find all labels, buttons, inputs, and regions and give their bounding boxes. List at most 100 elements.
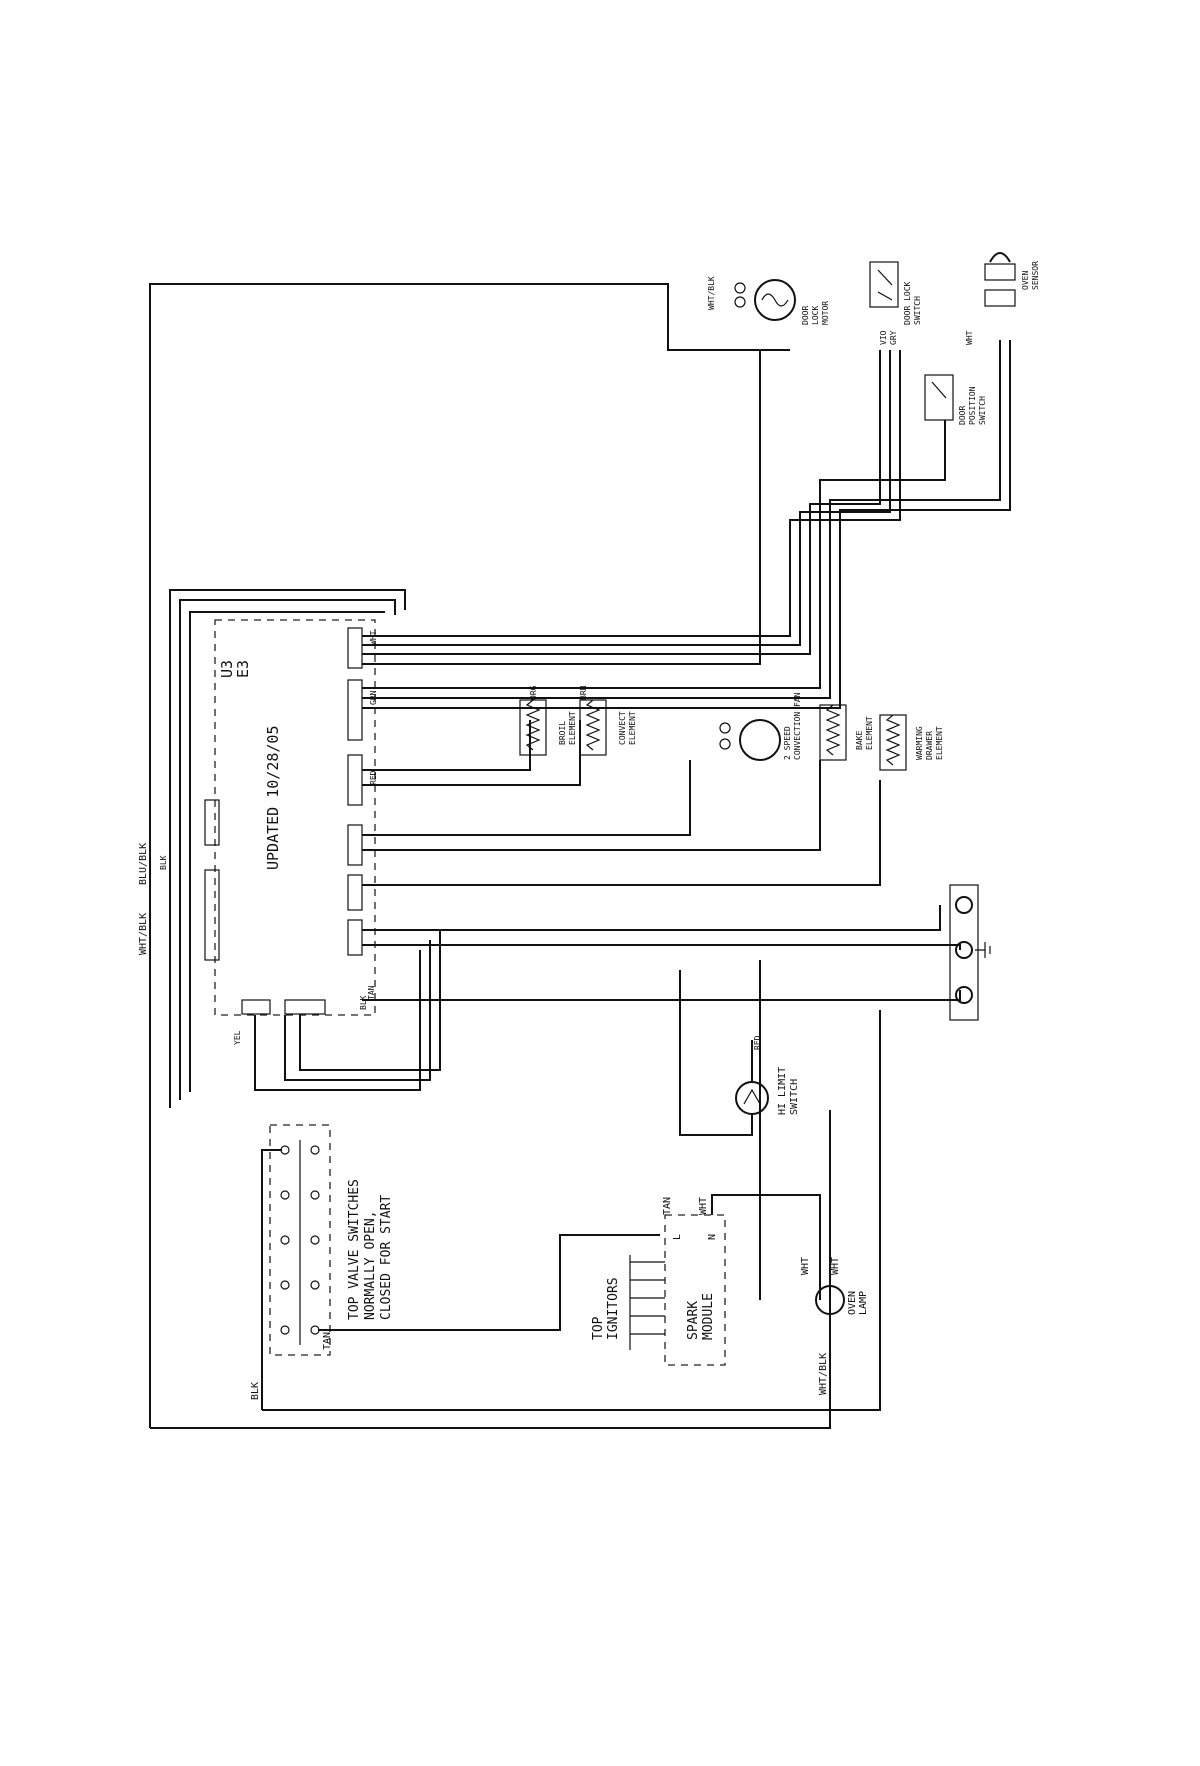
control-label-e3: E3 — [234, 660, 252, 678]
board-connector-bottom-2 — [284, 999, 326, 1015]
convection-fan — [719, 719, 781, 761]
oven-lamp-label-2: LAMP — [858, 1291, 869, 1315]
bake-element-label-1: BAKE — [855, 731, 864, 750]
main-frame-wire — [149, 283, 790, 1428]
harness-lower-1 — [299, 930, 441, 1071]
oven-sensor-label-1: OVEN — [1021, 271, 1030, 290]
hi-limit-wire-red: RED — [753, 1035, 762, 1050]
wire-label-wht-sensor: WHT — [965, 330, 974, 345]
wire-label-org: ORG — [529, 685, 538, 700]
wire-fan — [362, 760, 691, 836]
wire-label-wht-blk: WHT/BLK — [138, 913, 149, 955]
lamp-wire-wht-1: WHT — [800, 1257, 811, 1275]
wire-label-brn: BRN — [579, 685, 588, 700]
convect-element-label-1: CONVECT — [618, 711, 627, 745]
convect-element-label-2: ELEMENT — [628, 711, 637, 745]
door-lock-motor-label-3: MOTOR — [821, 301, 830, 325]
update-note: UPDATED 10/28/05 — [264, 726, 282, 871]
valve-switch-bank-outline — [269, 1124, 331, 1356]
spark-module-label-1: SPARK — [686, 1301, 701, 1340]
oven-sensor — [984, 252, 1016, 307]
door-position-switch-label-2: POSITION — [968, 386, 977, 425]
board-connector-p6 — [347, 919, 363, 956]
spark-terminal-n: N — [707, 1234, 718, 1240]
wire-label-red: RED — [369, 770, 378, 785]
board-connector-left — [204, 869, 220, 961]
wire-broil — [362, 720, 531, 771]
board-connector-p4 — [347, 824, 363, 866]
harness-motor — [362, 350, 761, 665]
hi-limit-switch-symbol — [735, 1081, 769, 1115]
top-igniters-label-1: TOP — [591, 1316, 606, 1340]
warming-drawer-label-3: ELEMENT — [935, 726, 944, 760]
bottom-return-wire — [150, 1110, 831, 1429]
warming-drawer-label-1: WARMING — [915, 726, 924, 760]
oven-sensor-label-2: SENSOR — [1031, 261, 1040, 290]
hi-limit-wire-down — [680, 1114, 753, 1136]
hi-limit-label-2: SWITCH — [789, 1079, 800, 1115]
top-igniters — [629, 1255, 665, 1350]
wire-label-wht-blk-motor: WHT/BLK — [707, 276, 716, 310]
neutral-return-wire — [262, 1010, 881, 1411]
lamp-wire-wht-blk: WHT/BLK — [818, 1353, 829, 1395]
harness-oven-sensor-2 — [362, 340, 1011, 709]
harness-lower-2 — [284, 940, 431, 1081]
door-position-switch-label-3: SWITCH — [978, 396, 987, 425]
oven-lamp-label-1: OVEN — [847, 1291, 858, 1315]
harness-door-lock-3 — [362, 350, 881, 655]
board-connector-p3 — [347, 754, 363, 806]
door-lock-switch-label-1: DOOR LOCK — [903, 281, 912, 325]
valve-note-1: TOP VALVE SWITCHES — [347, 1179, 362, 1320]
broil-element-label-1: BROIL — [558, 721, 567, 745]
door-lock-motor-label-2: LOCK — [811, 306, 820, 325]
top-igniters-label-2: IGNITORS — [606, 1277, 621, 1340]
board-bus-1 — [169, 589, 406, 1108]
door-lock-motor — [734, 279, 796, 321]
harness-lower-3 — [254, 950, 421, 1091]
ground-icon — [975, 942, 991, 958]
spark-neutral-wire — [711, 1194, 821, 1300]
wire-label-wht: WHT — [369, 630, 378, 645]
spark-module-box — [664, 1214, 726, 1366]
broil-element — [519, 699, 547, 756]
lamp-wire-wht-2: WHT — [830, 1257, 841, 1275]
wire-label-gry: GRY — [889, 330, 898, 345]
valve-note-3: CLOSED FOR START — [379, 1195, 394, 1320]
wire-hi-limit-feed — [679, 970, 690, 1136]
valve-wire-tan: TAN — [322, 1332, 333, 1350]
board-bus-2 — [179, 599, 396, 1100]
wire-label-grn: GRN — [369, 690, 378, 705]
board-bus-3 — [189, 611, 385, 1092]
board-connector-p1 — [347, 627, 363, 669]
terminal-l1 — [955, 896, 973, 914]
board-connector-p5 — [347, 874, 363, 911]
harness-door-lock-2 — [362, 350, 891, 646]
valve-wire-blk: BLK — [250, 1382, 261, 1400]
bake-element-label-2: ELEMENT — [865, 716, 874, 750]
convection-fan-label-1: 2 SPEED — [783, 726, 792, 760]
board-connector-upper — [204, 799, 220, 846]
door-position-switch — [924, 374, 954, 421]
spark-wire-tan: TAN — [662, 1197, 673, 1215]
top-valve-switches — [261, 1124, 660, 1410]
door-position-switch-label-1: DOOR — [958, 406, 967, 425]
wire-terminal-1 — [362, 905, 941, 931]
spark-wire-wht: WHT — [698, 1197, 709, 1215]
board-connector-p2 — [347, 679, 363, 741]
wire-label-blk-2: BLK — [359, 995, 368, 1010]
wire-convect — [362, 720, 581, 786]
convect-element — [579, 699, 607, 756]
terminal-n — [955, 941, 973, 959]
wire-bake — [362, 760, 821, 851]
harness-door-position — [362, 420, 946, 689]
wire-terminal-2 — [362, 944, 961, 950]
door-lock-switch — [869, 261, 899, 308]
wire-label-blk-1: BLK — [159, 855, 168, 870]
spark-module-label-2: MODULE — [701, 1293, 716, 1340]
door-lock-switch-label-2: SWITCH — [913, 296, 922, 325]
terminal-block — [949, 884, 979, 1021]
bake-element — [819, 704, 847, 761]
wire-label-yel: YEL — [233, 1030, 242, 1045]
